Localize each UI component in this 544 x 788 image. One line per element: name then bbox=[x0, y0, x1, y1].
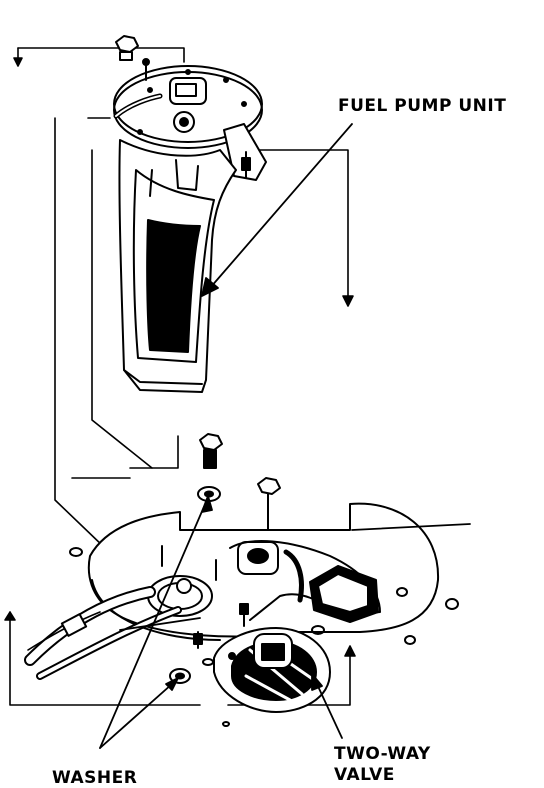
fuel-pump-leader bbox=[209, 123, 353, 289]
leader-lines bbox=[99, 123, 471, 749]
bolt-and-washers bbox=[169, 433, 281, 684]
top-nut bbox=[115, 35, 139, 53]
fuel-hoses bbox=[24, 586, 182, 680]
two-way-valve-label-line1: TWO-WAY bbox=[334, 744, 431, 764]
fuel-pump-unit-label: FUEL PUMP UNIT bbox=[338, 96, 507, 116]
two-way-valve bbox=[213, 627, 331, 713]
washer-label: WASHER bbox=[52, 768, 138, 788]
fuel-pump-unit bbox=[113, 35, 267, 393]
alignment-lines bbox=[4, 47, 356, 706]
two-way-valve-label-line2: VALVE bbox=[334, 765, 395, 785]
